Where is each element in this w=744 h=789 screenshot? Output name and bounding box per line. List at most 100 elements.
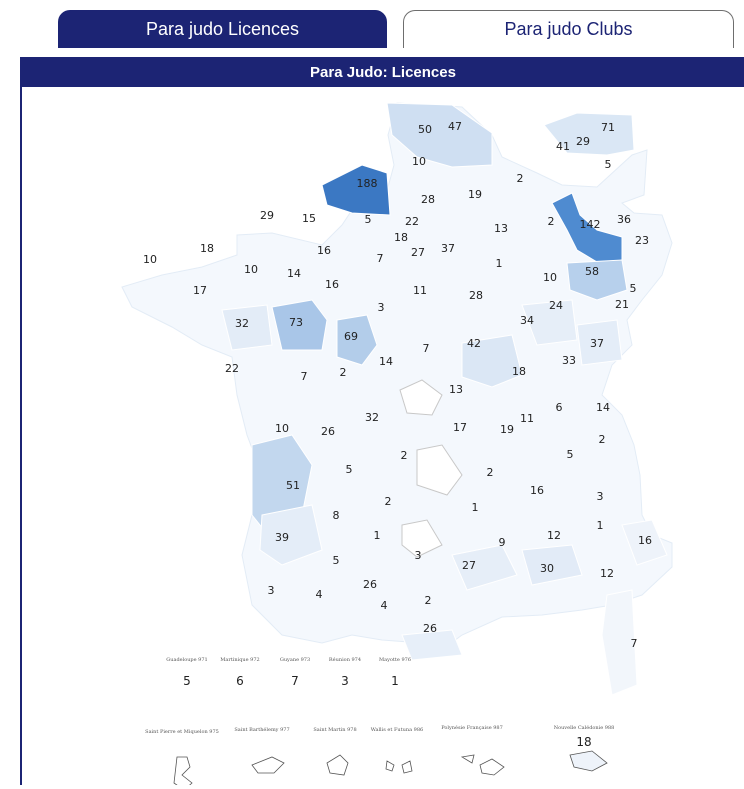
department-value-label: 32 [235, 317, 249, 330]
department-value-label: 12 [547, 529, 561, 542]
dept-region-39 [259, 504, 323, 566]
department-value-label: 2 [517, 172, 524, 185]
department-value-label: 3 [415, 549, 422, 562]
department-value-label: 11 [520, 412, 534, 425]
dept-region-26 [401, 629, 463, 661]
department-value-label: 10 [275, 422, 289, 435]
department-value-label: 18 [512, 365, 526, 378]
department-value-label: 22 [225, 362, 239, 375]
department-value-label: 4 [381, 599, 388, 612]
department-value-label: 7 [631, 637, 638, 650]
department-value-label: 34 [520, 314, 534, 327]
department-value-label: 2 [487, 466, 494, 479]
department-value-label: 47 [448, 120, 462, 133]
department-value-label: 10 [412, 155, 426, 168]
panel-title: Para Judo: Licences [22, 57, 744, 87]
department-value-label: 32 [365, 411, 379, 424]
dept-region-42 [461, 334, 523, 388]
department-value-label: 2 [548, 215, 555, 228]
department-value-label: 2 [401, 449, 408, 462]
department-value-label: 14 [379, 355, 393, 368]
department-value-label: 16 [325, 278, 339, 291]
department-value-label: 9 [499, 536, 506, 549]
department-value-label: 23 [635, 234, 649, 247]
department-value-label: 5 [346, 463, 353, 476]
dept-region-50-47 [386, 102, 493, 168]
overseas-name: Saint Pierre et Miquelon 975 [145, 729, 219, 735]
overseas-shape [326, 754, 349, 776]
department-value-label: 50 [418, 123, 432, 136]
dept-region-27 [451, 544, 518, 591]
department-value-label: 16 [530, 484, 544, 497]
department-value-label: 37 [441, 242, 455, 255]
blank-zone-3 [401, 519, 443, 558]
department-value-label: 1 [597, 519, 604, 532]
overseas-territory: Saint Barthélemy 977 [234, 726, 290, 774]
dept-region-188 [321, 164, 391, 216]
blank-zone-2 [416, 444, 463, 496]
dept-region-32 [221, 304, 273, 351]
overseas-name: Réunion 974 [329, 656, 361, 663]
department-value-label: 5 [605, 158, 612, 171]
department-value-label: 41 [556, 140, 570, 153]
department-value-label: 36 [617, 213, 631, 226]
department-value-label: 3 [378, 301, 385, 314]
overseas-value: 6 [236, 674, 244, 688]
department-value-label: 26 [363, 578, 377, 591]
department-value-label: 8 [333, 509, 340, 522]
department-value-label: 21 [615, 298, 629, 311]
overseas-shape [385, 760, 413, 774]
overseas-territory: Wallis et Futuna 986 [371, 727, 423, 774]
department-value-label: 16 [638, 534, 652, 547]
department-value-label: 10 [244, 263, 258, 276]
department-value-label: 27 [411, 246, 425, 259]
overseas-name: Nouvelle Calédonie 988 [554, 724, 615, 731]
department-value-label: 1 [472, 501, 479, 514]
department-value-label: 29 [576, 135, 590, 148]
department-value-label: 28 [421, 193, 435, 206]
overseas-name: Martinique 972 [220, 657, 259, 663]
department-value-label: 7 [423, 342, 430, 355]
overseas-territory: Saint Pierre et Miquelon 975 [145, 729, 219, 789]
department-value-label: 142 [580, 218, 601, 231]
department-value-label: 15 [302, 212, 316, 225]
dept-region-30 [521, 544, 583, 586]
overseas-name: Wallis et Futuna 986 [371, 727, 423, 733]
department-value-label: 1 [374, 529, 381, 542]
department-value-label: 4 [316, 588, 323, 601]
overseas-name: Saint Barthélemy 977 [234, 726, 289, 733]
department-value-label: 13 [494, 222, 508, 235]
department-value-label: 5 [365, 213, 372, 226]
department-value-label: 24 [549, 299, 563, 312]
department-value-label: 39 [275, 531, 289, 544]
overseas-value: 5 [183, 674, 191, 688]
department-value-label: 7 [301, 370, 308, 383]
department-value-label: 10 [143, 253, 157, 266]
department-value-label: 33 [562, 354, 576, 367]
corsica [601, 589, 638, 696]
overseas-name: Polynésie Française 987 [441, 724, 503, 731]
overseas-territory: Martinique 972 6 [220, 657, 259, 688]
department-value-label: 18 [394, 231, 408, 244]
department-value-label: 2 [425, 594, 432, 607]
department-value-label: 19 [500, 423, 514, 436]
overseas-shape [569, 750, 608, 772]
overseas-shape [460, 754, 505, 776]
department-value-label: 5 [333, 554, 340, 567]
department-value-label: 14 [596, 401, 610, 414]
department-value-label: 2 [599, 433, 606, 446]
department-value-label: 17 [453, 421, 467, 434]
department-value-label: 37 [590, 337, 604, 350]
overseas-value: 1 [391, 674, 399, 688]
department-value-label: 5 [567, 448, 574, 461]
department-value-label: 69 [344, 330, 358, 343]
department-value-label: 7 [377, 252, 384, 265]
tab-clubs[interactable]: Para judo Clubs [403, 10, 734, 48]
tab-licences[interactable]: Para judo Licences [58, 10, 387, 48]
department-value-label: 13 [449, 383, 463, 396]
blank-zone-1 [399, 379, 443, 416]
